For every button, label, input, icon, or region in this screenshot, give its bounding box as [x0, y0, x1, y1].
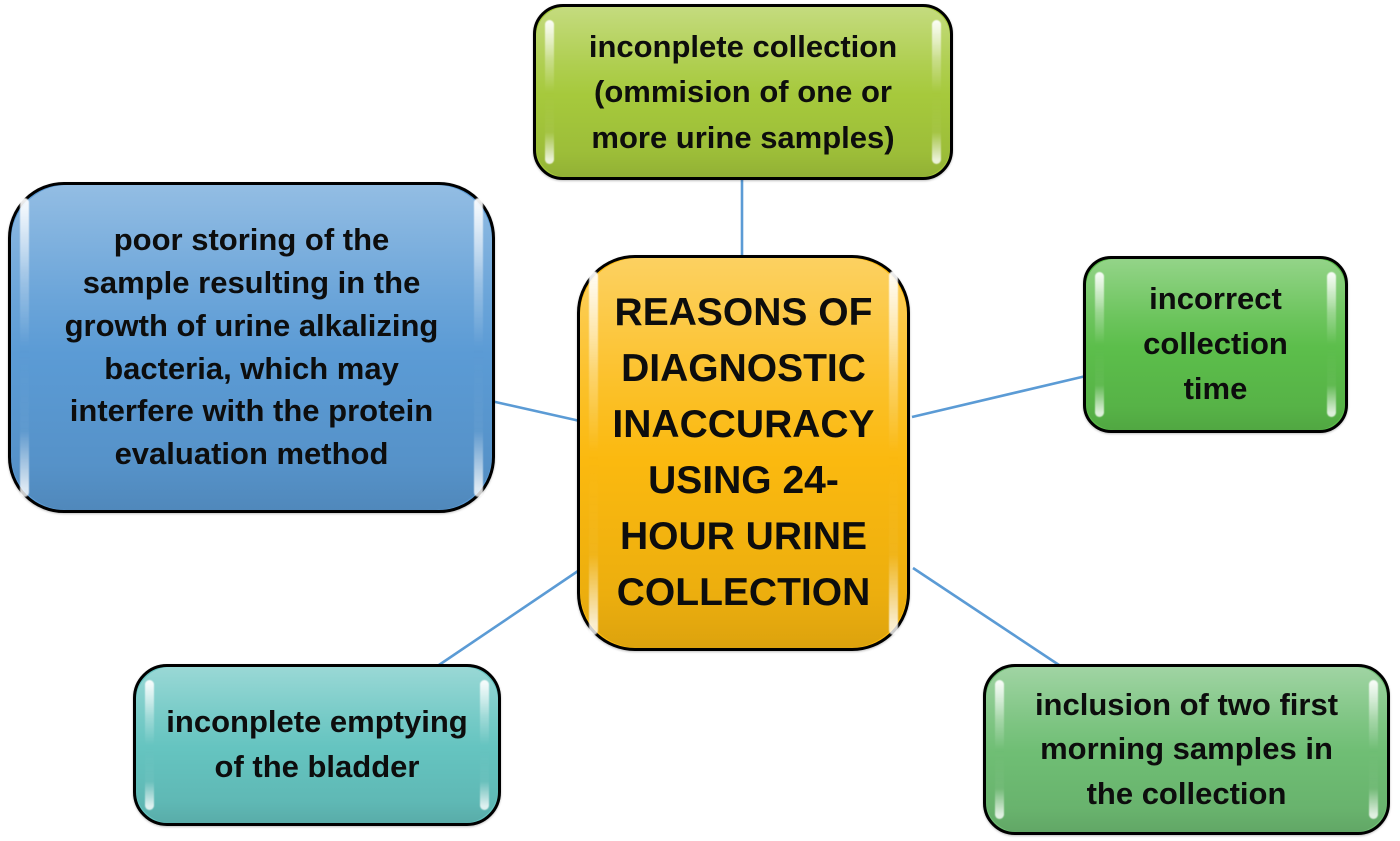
connector-left [490, 399, 581, 423]
node-label: inconplete emptying of the bladder [166, 704, 468, 784]
node-label: inconplete collection (ommision of one o… [588, 29, 898, 155]
node-poor-storing: poor storing of the sample resulting in … [8, 182, 495, 513]
gloss-highlight [480, 680, 489, 810]
gloss-highlight [995, 680, 1004, 819]
node-label: incorrect collection time [1143, 281, 1288, 406]
node-label: inclusion of two first morning samples i… [1034, 687, 1339, 811]
node-label: poor storing of the sample resulting in … [64, 222, 439, 472]
node-incorrect-time: incorrect collection time [1083, 256, 1348, 433]
gloss-highlight [889, 271, 898, 635]
gloss-highlight [589, 271, 598, 635]
gloss-highlight [474, 198, 483, 497]
node-incomplete-emptying: inconplete emptying of the bladder [133, 664, 501, 826]
node-two-first-morning: inclusion of two first morning samples i… [983, 664, 1390, 835]
connector-bottom-right [912, 566, 1063, 669]
gloss-highlight [545, 20, 554, 164]
gloss-highlight [1369, 680, 1378, 819]
connector-right [911, 374, 1087, 419]
gloss-highlight [1095, 272, 1104, 417]
gloss-highlight [1327, 272, 1336, 417]
connector-bottom-left [435, 569, 579, 669]
gloss-highlight [145, 680, 154, 810]
node-incomplete-collection: inconplete collection (ommision of one o… [533, 4, 953, 180]
gloss-highlight [932, 20, 941, 164]
gloss-highlight [20, 198, 29, 497]
diagram-title: REASONS OF DIAGNOSTIC INACCURACY USING 2… [612, 290, 875, 615]
node-central-title: REASONS OF DIAGNOSTIC INACCURACY USING 2… [577, 255, 910, 651]
